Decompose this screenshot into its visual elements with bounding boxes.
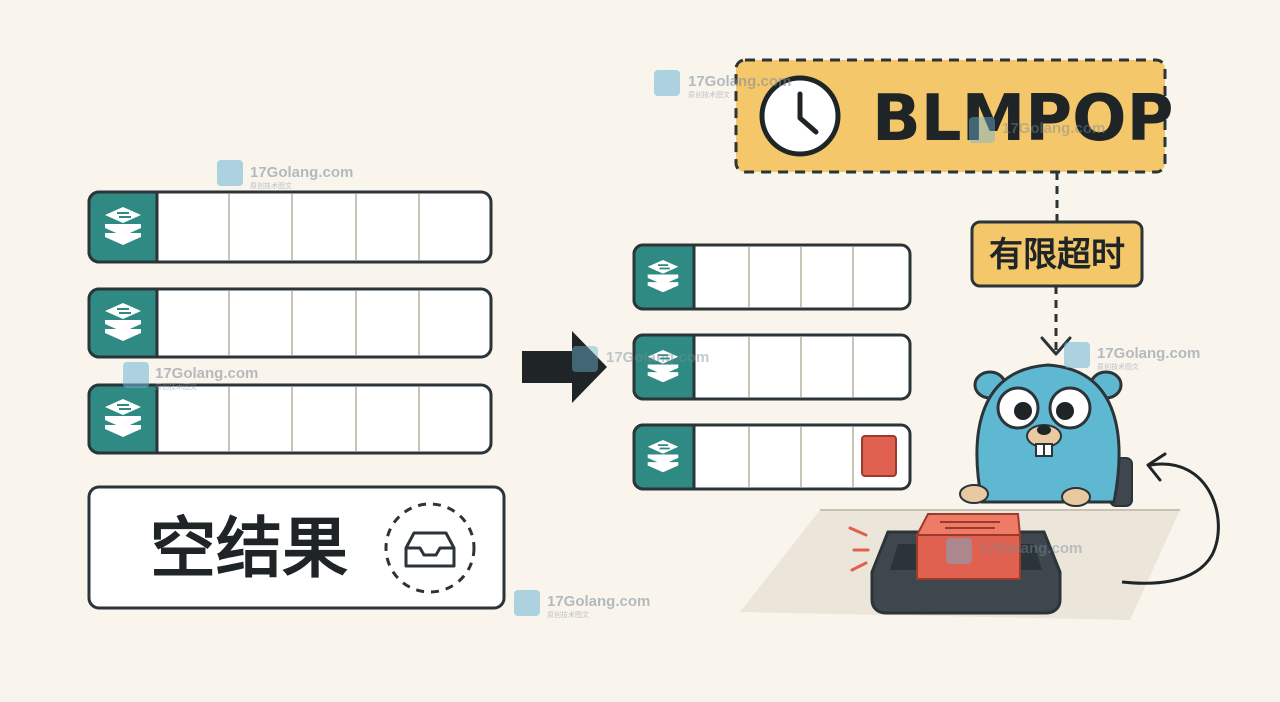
watermark-4: 17Golang.com 原创技术图文 <box>654 70 791 99</box>
timeout-label: 有限超时 <box>989 235 1125 275</box>
watermark-3: 17Golang.com 原创技术图文 <box>514 590 650 619</box>
clock-icon <box>759 75 841 157</box>
watermark-7: 17Golang.com <box>946 538 1082 564</box>
svg-text:17Golang.com: 17Golang.com <box>547 593 650 610</box>
svg-text:17Golang.com: 17Golang.com <box>606 349 709 366</box>
target-list-2 <box>632 333 912 401</box>
svg-text:17Golang.com: 17Golang.com <box>979 540 1082 557</box>
svg-text:原创技术图文: 原创技术图文 <box>547 610 589 619</box>
svg-text:17Golang.com: 17Golang.com <box>155 365 258 382</box>
watermark-5: 17Golang.com <box>969 117 1105 143</box>
command-box: BLMPOP <box>734 58 1173 174</box>
svg-text:17Golang.com: 17Golang.com <box>250 164 353 181</box>
source-list-3 <box>87 383 493 455</box>
svg-text:原创技术图文: 原创技术图文 <box>155 382 197 391</box>
svg-text:17Golang.com: 17Golang.com <box>688 73 791 90</box>
empty-result-box: 空结果 <box>87 485 506 610</box>
watermark-6: 17Golang.com 原创技术图文 <box>1064 342 1200 371</box>
watermark-1: 17Golang.com 原创技术图文 <box>217 160 353 190</box>
svg-text:原创技术图文: 原创技术图文 <box>250 181 292 190</box>
return-arrow <box>1121 452 1220 585</box>
watermark-2: 17Golang.com 原创技术图文 <box>123 362 258 391</box>
timeout-box: 有限超时 <box>970 220 1144 288</box>
target-list-1 <box>632 243 912 311</box>
empty-inbox-icon <box>384 502 476 594</box>
output-tray <box>848 513 1062 615</box>
empty-result-label: 空结果 <box>150 510 348 587</box>
target-list-3 <box>632 423 912 491</box>
redis-stack-icon <box>105 207 141 245</box>
svg-text:17Golang.com: 17Golang.com <box>1097 345 1200 362</box>
source-list-2 <box>87 287 493 359</box>
svg-text:原创技术图文: 原创技术图文 <box>688 90 730 99</box>
svg-text:原创技术图文: 原创技术图文 <box>1097 362 1139 371</box>
command-name: BLMPOP <box>872 82 1173 156</box>
redis-stack-icon <box>647 260 679 293</box>
redis-stack-icon <box>105 303 141 341</box>
watermark-8: 17Golang.com <box>572 346 709 372</box>
transition-arrow <box>522 331 607 403</box>
list-element <box>861 435 897 477</box>
source-list-1 <box>87 190 493 264</box>
redis-stack-icon <box>647 440 679 473</box>
redis-stack-icon <box>105 399 141 437</box>
go-gopher-mascot <box>959 363 1133 507</box>
svg-text:17Golang.com: 17Golang.com <box>1002 120 1105 137</box>
